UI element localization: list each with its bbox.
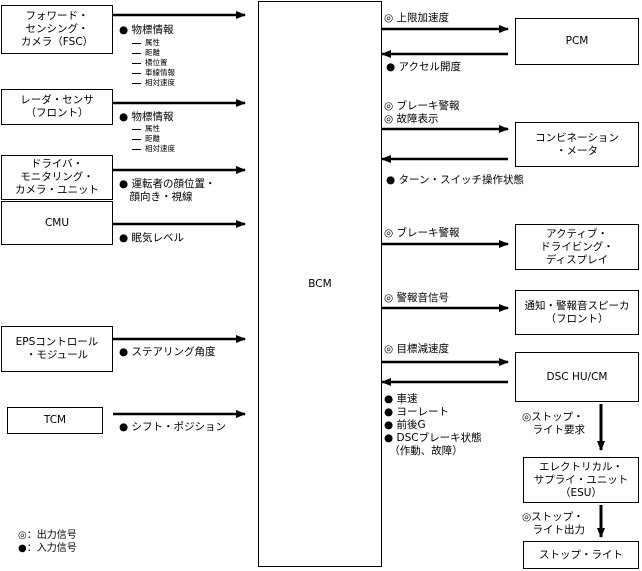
- cmu-signal: ● 眠気レベル: [119, 232, 184, 244]
- fsc-label: フォワード・ センシング・ カメラ（FSC）: [20, 10, 94, 48]
- driver-monitoring-camera-module: ドライバ・ モニタリング・ カメラ・ユニット: [1, 155, 113, 200]
- tcm-signal: ● シフト・ポジション: [119, 421, 226, 433]
- eps-label: EPSコントロール ・モジュール: [15, 336, 99, 361]
- radar-signal-main: ● 物標情報: [119, 111, 174, 123]
- fsc-sub-attribute: 属性: [132, 38, 160, 49]
- meter-input-signal: ● ターン・スイッチ操作状態: [386, 174, 524, 186]
- dsc-hu-cm-module: DSC HU/CM: [515, 352, 639, 402]
- pcm-output-signal: ◎ 上限加速度: [384, 12, 449, 24]
- esu-label: エレクトリカル・ サプライ・ユニット （ESU）: [533, 460, 629, 499]
- stop-light-module: ストップ・ライト: [523, 541, 639, 569]
- dmc-label: ドライバ・ モニタリング・ カメラ・ユニット: [15, 158, 99, 196]
- fsc-signal-main: ● 物標情報: [119, 24, 174, 36]
- dsc-label: DSC HU/CM: [546, 370, 608, 383]
- esu-to-light-signal: ◎ストップ・ ライト出力: [522, 511, 585, 536]
- fsc-sub-relative-speed: 相対速度: [132, 78, 175, 89]
- pcm-module: PCM: [515, 18, 639, 65]
- radar-sub-distance: 距離: [132, 134, 160, 145]
- dsc-input-signals: ● 車速 ● ヨーレート ● 前後G ● DSCブレーキ状態 （作動、故障）: [384, 393, 482, 457]
- add-label: アクティブ・ ドライビング・ ディスプレイ: [540, 227, 614, 266]
- cmu-label: CMU: [44, 216, 70, 229]
- dmc-signal: ● 運転者の顔位置・ 顔向き・視線: [119, 178, 216, 203]
- speaker-output-signal: ◎ 警報音信号: [384, 292, 449, 304]
- bcm-box: BCM: [258, 1, 382, 567]
- bcm-label: BCM: [308, 277, 332, 290]
- radar-label: レーダ・センサ （フロント）: [20, 94, 94, 119]
- dsc-output-signal: ◎ 目標減速度: [384, 343, 449, 355]
- speaker-label: 通知・警報音スピーカ （フロント）: [524, 299, 630, 325]
- cmu-module: CMU: [1, 201, 113, 245]
- tcm-module: TCM: [7, 407, 103, 434]
- dsc-to-esu-signal: ◎ストップ・ ライト要求: [522, 411, 585, 436]
- alert-speaker-module: 通知・警報音スピーカ （フロント）: [515, 290, 639, 335]
- active-driving-display-module: アクティブ・ ドライビング・ ディスプレイ: [515, 224, 639, 270]
- fsc-sub-lane: 車線情報: [132, 68, 175, 79]
- esu-module: エレクトリカル・ サプライ・ユニット （ESU）: [523, 457, 639, 503]
- legend-output: ◎：出力信号: [18, 530, 77, 541]
- radar-sub-relative-speed: 相対速度: [132, 144, 175, 155]
- eps-signal: ● ステアリング角度: [119, 346, 216, 358]
- radar-sub-attribute: 属性: [132, 124, 160, 135]
- tcm-label: TCM: [43, 414, 67, 426]
- fsc-module: フォワード・ センシング・ カメラ（FSC）: [1, 5, 113, 54]
- add-output-signal: ◎ ブレーキ警報: [384, 227, 460, 239]
- fsc-sub-lateral: 横位置: [132, 58, 168, 69]
- meter-label: コンビネーション ・メータ: [535, 131, 619, 157]
- pcm-input-signal: ● アクセル開度: [386, 61, 461, 73]
- radar-module: レーダ・センサ （フロント）: [1, 89, 113, 125]
- meter-output-signal: ◎ ブレーキ警報 ◎ 故障表示: [384, 100, 460, 125]
- fsc-sub-distance: 距離: [132, 48, 160, 59]
- eps-module: EPSコントロール ・モジュール: [1, 326, 113, 372]
- pcm-label: PCM: [565, 35, 589, 47]
- legend-input: ●：入力信号: [18, 543, 77, 554]
- combination-meter-module: コンビネーション ・メータ: [515, 122, 639, 167]
- stop-light-label: ストップ・ライト: [539, 548, 623, 561]
